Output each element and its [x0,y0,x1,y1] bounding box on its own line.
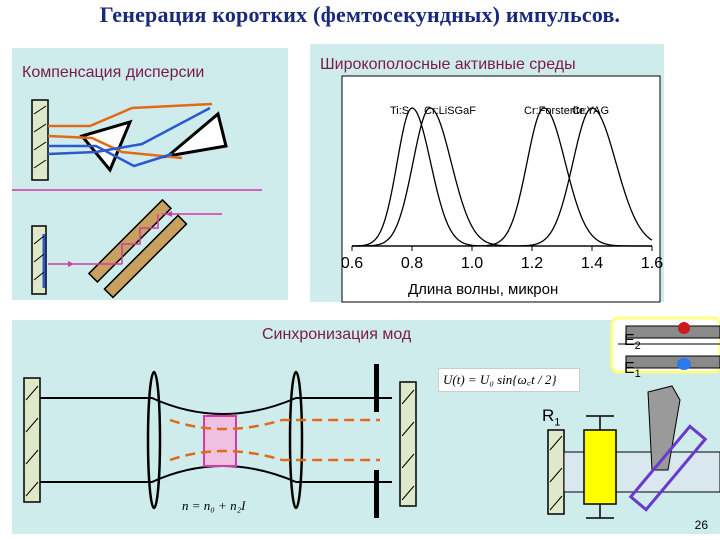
beam-orange-1 [48,102,213,128]
spectra-plot-area: 0.6 0.8 1.0 1.2 1.4 1.6 Ti:S Cr:LiSGaF Cr:Forste… [341,75,663,303]
prism-block [647,385,681,471]
modelock-label: Синхронизация мод [262,326,412,343]
modelock-panel: Синхронизация мод U(t) = U₀ sin{ω꜀t / 2}… [12,316,720,534]
label-e1: E1 [624,360,641,381]
modulator-crystal [583,429,617,505]
x-tick-label: 1.6 [641,255,663,272]
polarizer [628,424,708,512]
series-label: Cr:YAG [572,105,609,117]
label-r1: R1 [542,406,561,429]
right-mirror [399,381,417,507]
x-tick-label: 0.6 [341,255,363,272]
lens-left [146,370,162,510]
aperture-top [374,364,379,412]
mirror-top [31,99,49,181]
page-number: 26 [694,518,708,532]
charge-blue [677,358,691,370]
series-curve-1 [352,107,652,247]
series-curve-3 [352,107,653,247]
series-label: Cr:Forsterite [524,105,585,117]
x-tick-label: 1.0 [461,255,483,272]
prism-2 [162,111,228,159]
spectra-chart: 0.6 0.8 1.0 1.2 1.4 1.6 Ti:S Cr:LiSGaF Cr:Forste… [341,75,663,303]
x-tick-label: 1.4 [581,255,603,272]
beam-orange-2 [47,134,183,160]
beam-blue-2 [47,106,211,156]
left-mirror [23,377,41,503]
formula-u: U(t) = U₀ sin{ω꜀t / 2} [438,368,580,392]
lens-right [288,370,304,510]
formula-n: n = n₀ + n₂I [182,498,246,513]
spectra-label: Широкополосные активные среды [320,56,576,73]
aperture-bottom [374,470,379,518]
x-axis-label: Длина волны, микрон [408,281,559,298]
series-label: Ti:S [390,105,409,117]
electrode-e1 [625,355,720,369]
charge-red [678,322,690,334]
page-title: Генерация коротких (фемтосекундных) импу… [99,2,621,27]
x-tick-label: 0.8 [401,255,423,272]
series-label: Cr:LiSGaF [424,105,476,117]
spectra-panel: Широкополосные активные среды 0.6 0.8 1.0 1… [310,44,664,303]
kerr-medium [203,415,237,467]
beam-blue-1 [48,144,173,168]
dispersion-panel: Компенсация дисперсии [12,48,288,300]
dispersion-label: Компенсация дисперсии [22,64,205,81]
electrode-e2 [625,325,720,339]
modelock-diagram [23,316,720,519]
x-tick-label: 1.2 [521,255,543,272]
dispersion-diagram [12,99,262,299]
chirped-mirror-pair [87,198,188,299]
label-e2: E2 [624,332,641,353]
